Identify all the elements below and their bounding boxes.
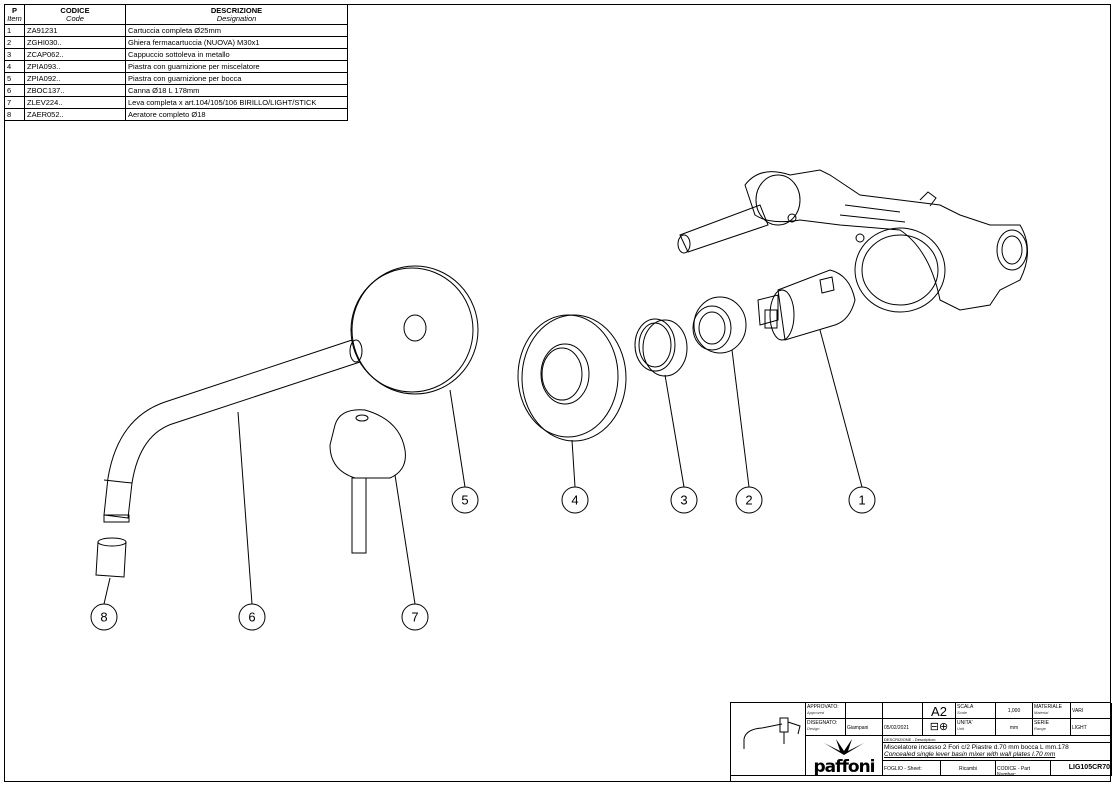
cell-code: ZAER052.. [24,108,126,121]
mixer-wall-plate [517,314,627,442]
balloon-label: 7 [411,610,418,625]
sheet-value: Ricambi [941,761,996,776]
date: 05/02/2021 [883,719,923,736]
balloon-6 [238,603,266,631]
balloon-5 [451,486,479,514]
balloon-label: 3 [680,493,687,508]
series-value: LIGHT [1071,719,1112,736]
lever [329,409,406,554]
balloon-label: 8 [100,610,107,625]
projection-symbol-icon: ⊟⊕ [923,719,956,736]
designer: Giampani [846,719,883,736]
balloon-2 [735,486,763,514]
balloon-label: 2 [745,493,752,508]
description: Miscelatore incasso 2 Fori c/2 Piastre d… [883,743,1112,761]
description-label: DESCRIZIONE - Description: [883,736,1112,743]
spout [103,339,363,523]
balloon-label: 6 [248,610,255,625]
balloon-label: 5 [461,493,468,508]
material-value: VARI [1071,703,1112,719]
balloon-label: 4 [571,493,578,508]
balloon-3 [670,486,698,514]
part-number: LIG105CR70 [1051,761,1112,776]
scale-value: 1,000 [996,703,1033,719]
balloon-7 [401,603,429,631]
sheet-format: A2 [923,703,956,719]
drawing-frame [4,4,1111,782]
balloon-label: 1 [858,493,865,508]
aerator [95,537,127,578]
approved-label: APPROVATO:Approved [806,703,846,719]
balloon-8 [90,603,118,631]
cell-desc: Aeratore completo Ø18 [125,108,348,121]
spout-wall-plate [350,265,479,395]
balloon-4 [561,486,589,514]
code-label: CODICE - Part Number: [996,761,1051,778]
balloon-1 [848,486,876,514]
product-thumbnail [731,703,806,776]
cartridge [757,269,856,341]
valve-body [677,169,1028,313]
unit-value: mm [996,719,1033,736]
leader-lines [103,329,863,605]
palm-logo-icon [824,739,864,755]
sheet-label: FOGLIO - Sheet: [883,761,941,776]
brand-logo: paffoni [806,736,883,777]
lever-cap [634,318,688,377]
ring-nut [692,296,747,354]
faucet-thumbnail-icon [743,717,801,749]
